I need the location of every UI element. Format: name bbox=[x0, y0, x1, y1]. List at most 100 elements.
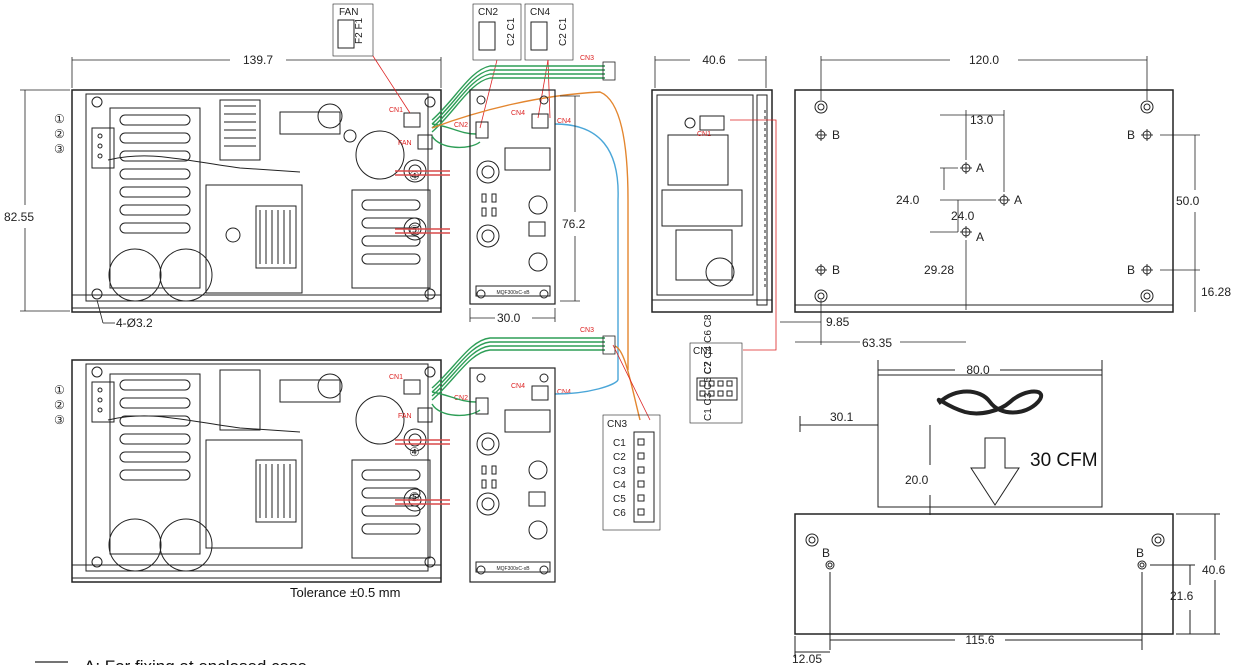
terminal-5-label-lower: ⑤ bbox=[409, 490, 420, 504]
psu-front-view bbox=[794, 513, 1220, 658]
label-a-2: A bbox=[1014, 193, 1022, 207]
tag-cn4b-upper: CN4 bbox=[557, 118, 571, 125]
tag-cn4a-lower: CN4 bbox=[511, 383, 525, 390]
cn3-pin-c6: C6 bbox=[613, 508, 626, 519]
label-b-4: B bbox=[1127, 263, 1135, 277]
connector-tags-upper: CN1 FAN CN2 CN4 CN4 CN3 bbox=[389, 55, 594, 147]
dim-label-front-hole-edge: 12.05 bbox=[792, 652, 822, 665]
cn3-pin-c3: C3 bbox=[613, 466, 626, 477]
dim-label-board-width: 30.0 bbox=[497, 311, 521, 325]
cn3-callout-title: CN3 bbox=[607, 419, 627, 430]
cn2-callout-pins: C2 C1 bbox=[506, 17, 517, 46]
hole-spec-label: 4-Ø3.2 bbox=[116, 316, 153, 330]
tag-cn1-side: CN1 bbox=[697, 131, 711, 138]
terminal-1-label: ① bbox=[54, 112, 65, 126]
dim-label-front-depth: 40.6 bbox=[1202, 563, 1226, 577]
psu-top-view-lower bbox=[71, 359, 442, 583]
airflow-view bbox=[799, 360, 1103, 515]
cn3-pin-labels: C1 C2 C3 C4 C5 C6 bbox=[613, 438, 626, 519]
tolerance-note: Tolerance ±0.5 mm bbox=[290, 585, 400, 600]
dim-label-fan-gap: 20.0 bbox=[905, 473, 929, 487]
tag-cn1-upper: CN1 bbox=[389, 107, 403, 114]
psu-side-view bbox=[651, 89, 773, 313]
cn1-callout-title: CN1 bbox=[693, 346, 713, 357]
dim-label-side-width: 40.6 bbox=[702, 53, 726, 67]
dim-label-a-from-edge: 63.35 bbox=[862, 336, 892, 350]
dim-label-b-edge-y: 16.28 bbox=[1201, 285, 1231, 299]
board-part-upper: MQF300xC-xB bbox=[496, 290, 530, 296]
dim-label-top-height: 82.55 bbox=[4, 210, 34, 224]
dim-top-width bbox=[71, 57, 442, 88]
wire-harness-lower bbox=[395, 335, 651, 505]
dim-top-height bbox=[20, 89, 70, 312]
tag-cn3-lower: CN3 bbox=[580, 327, 594, 334]
terminal-3-label: ③ bbox=[54, 142, 65, 156]
cn3-pin-c1: C1 bbox=[613, 438, 626, 449]
hole-leader bbox=[96, 299, 115, 324]
dim-label-front-hole-y: 21.6 bbox=[1170, 589, 1194, 603]
dim-label-fan-width: 80.0 bbox=[966, 363, 990, 377]
psu-bottom-view bbox=[794, 89, 1174, 313]
fan-callout-title: FAN bbox=[339, 7, 358, 18]
dim-label-board-height: 76.2 bbox=[562, 217, 586, 231]
cn3-pin-c4: C4 bbox=[613, 480, 626, 491]
footnote: A: For fixing at enclosed case bbox=[84, 657, 307, 665]
label-a-3: A bbox=[976, 230, 984, 244]
label-b-front-1: B bbox=[822, 546, 830, 560]
cn2-callout bbox=[472, 3, 522, 129]
tag-cn3-upper: CN3 bbox=[580, 55, 594, 62]
dc-board-upper bbox=[469, 89, 556, 305]
tag-fan-upper: FAN bbox=[398, 140, 412, 147]
mounting-points-b bbox=[815, 129, 1153, 276]
dim-label-front-hole-spacing: 115.6 bbox=[965, 633, 994, 647]
terminal-4-label-upper: ④ bbox=[409, 169, 420, 183]
label-b-3: B bbox=[832, 263, 840, 277]
dim-label-a-x: 13.0 bbox=[970, 113, 994, 127]
tag-cn1-lower: CN1 bbox=[389, 374, 403, 381]
cn3-callout bbox=[602, 414, 661, 531]
mounting-points-a bbox=[960, 162, 1010, 238]
bottom-view-dims bbox=[780, 56, 1200, 345]
dim-label-a-y2: 24.0 bbox=[951, 209, 975, 223]
terminal-5-label-upper: ⑤ bbox=[409, 223, 420, 237]
fan-callout bbox=[332, 3, 411, 114]
dim-label-bottom-width: 120.0 bbox=[969, 53, 999, 67]
psu-top-view-upper bbox=[71, 89, 442, 313]
cn3-pin-c5: C5 bbox=[613, 494, 626, 505]
cn4-callout-pins: C2 C1 bbox=[558, 17, 569, 46]
dim-side-width bbox=[654, 56, 767, 88]
label-b-front-2: B bbox=[1136, 546, 1144, 560]
cn1-bottom-pins: C1 C3 C5 C7 bbox=[703, 361, 714, 421]
label-a-1: A bbox=[976, 161, 984, 175]
connector-tags-lower: CN1 FAN CN2 CN4 CN4 CN3 bbox=[389, 327, 594, 420]
airflow-rating: 30 CFM bbox=[1030, 450, 1098, 471]
wire-harness-upper bbox=[395, 61, 629, 380]
terminal-2-label-lower: ② bbox=[54, 398, 65, 412]
dim-label-top-width: 139.7 bbox=[243, 53, 273, 67]
cn2-callout-title: CN2 bbox=[478, 7, 498, 18]
point-labels: B B B B A A A bbox=[832, 128, 1135, 277]
cn1-callout bbox=[689, 119, 777, 424]
label-b-2: B bbox=[1127, 128, 1135, 142]
cn1-top-pins: C2 C4 C6 C8 bbox=[703, 314, 714, 374]
dim-label-b-edge-x: 9.85 bbox=[826, 315, 850, 329]
dim-label-b-y: 50.0 bbox=[1176, 194, 1200, 208]
tag-cn2-lower: CN2 bbox=[454, 395, 468, 402]
dc-board-lower bbox=[469, 367, 556, 583]
terminal-4-label-lower: ④ bbox=[409, 445, 420, 459]
tag-cn4a-upper: CN4 bbox=[511, 110, 525, 117]
board-part-lower: MQF300xC-xB bbox=[496, 566, 530, 572]
dim-label-a-to-b: 29.28 bbox=[924, 263, 954, 277]
dim-label-a-y1: 24.0 bbox=[896, 193, 920, 207]
terminal-3-label-lower: ③ bbox=[54, 413, 65, 427]
dim-board bbox=[469, 95, 580, 322]
tag-fan-lower: FAN bbox=[398, 413, 412, 420]
terminal-labels-lower: ① ② ③ bbox=[54, 383, 65, 427]
terminal-1-label-lower: ① bbox=[54, 383, 65, 397]
fan-callout-pins: F2 F1 bbox=[354, 17, 365, 44]
cn4-callout-title: CN4 bbox=[530, 7, 550, 18]
tag-cn2-upper: CN2 bbox=[454, 122, 468, 129]
tag-cn4b-lower: CN4 bbox=[557, 389, 571, 396]
cn3-pin-c2: C2 bbox=[613, 452, 626, 463]
